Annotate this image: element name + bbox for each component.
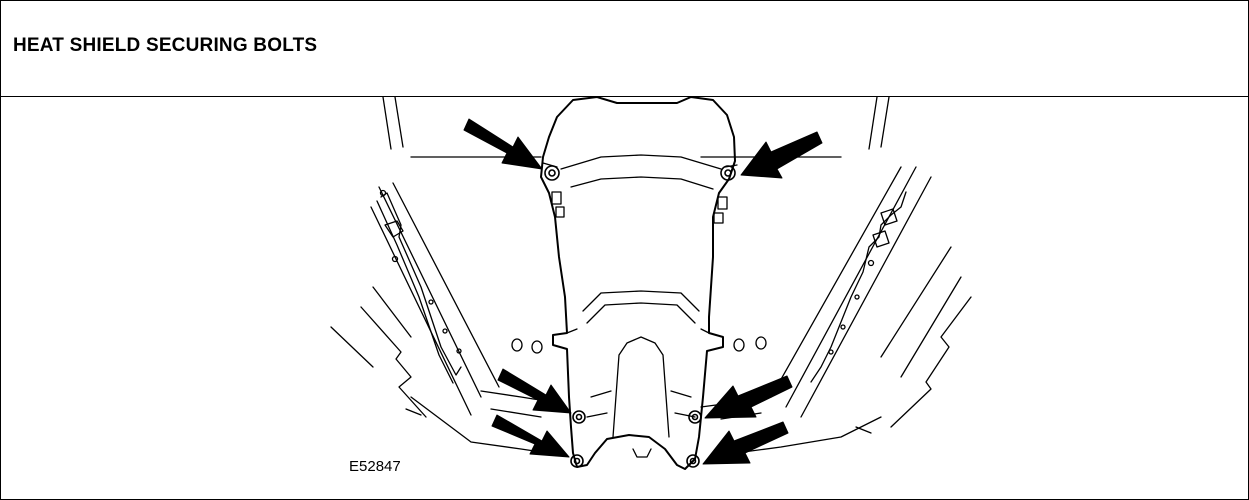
heat-shield [540,97,736,470]
arrow-icon [463,118,823,465]
heat-shield-details [542,154,738,458]
title-bar: HEAT SHIELD SECURING BOLTS [1,1,1248,97]
heat-shield-illustration [330,97,972,470]
illustration-area: E52847 [1,97,1248,499]
figure-number: E52847 [349,458,401,475]
figure-title: HEAT SHIELD SECURING BOLTS [13,35,318,56]
bolt-icon [544,165,736,468]
mounting-studs [511,191,767,354]
right-frame-rail [700,97,972,456]
